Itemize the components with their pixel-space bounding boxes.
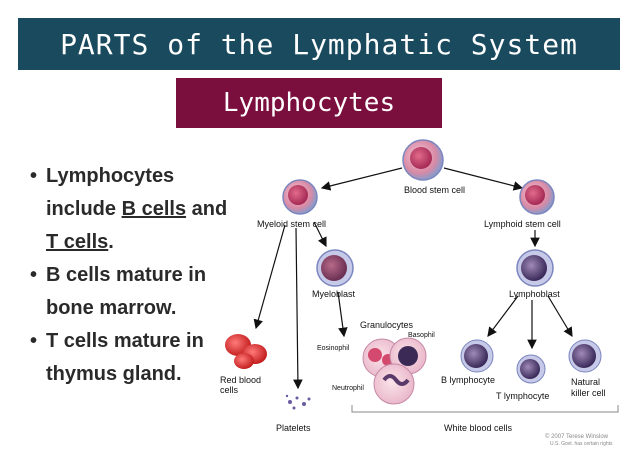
bullet-text: Lymphocytes include <box>46 165 175 220</box>
lymphoid-stem-cell <box>519 179 555 215</box>
label-red-blood-cells: Red blood <box>220 375 261 385</box>
bullet-text: B cells mature in bone marrow. <box>46 264 207 319</box>
blood-stem-cell <box>402 139 444 181</box>
label-lymphoid-stem-cell: Lymphoid stem cell <box>484 219 561 229</box>
t-lymphocyte-cell <box>516 354 546 384</box>
label-myeloblast: Myeloblast <box>312 289 356 299</box>
label-b-lymphocyte: B lymphocyte <box>441 375 495 385</box>
copyright-text: © 2007 Terese Winslow <box>545 433 609 440</box>
bullet-item-b-cells: B cells mature in bone marrow. <box>30 259 230 325</box>
myeloblast-cell <box>316 249 354 287</box>
diagram-arrows <box>253 167 573 390</box>
bullet-text: . <box>108 231 114 253</box>
label-natural-killer-cell: killer cell <box>571 388 606 398</box>
myeloid-stem-cell <box>282 179 318 215</box>
bullet-list: Lymphocytes include B cells and T cells.… <box>30 160 230 391</box>
bullet-text: and <box>186 198 228 220</box>
blood-cell-diagram: Blood stem cell Myeloid stem cell Lympho… <box>220 139 619 447</box>
label-natural-killer-cell: Natural <box>571 377 600 387</box>
bullet-item-lymphocytes: Lymphocytes include B cells and T cells. <box>30 160 230 259</box>
copyright-text: U.S. Govt. has certain rights <box>550 441 613 447</box>
label-basophil: Basophil <box>408 332 435 339</box>
label-red-blood-cells: cells <box>220 385 239 395</box>
page-title: PARTS of the Lymphatic System <box>18 18 620 70</box>
platelets-cells <box>285 394 311 410</box>
natural-killer-cell <box>568 339 602 373</box>
label-granulocytes: Granulocytes <box>360 320 414 330</box>
b-lymphocyte-cell <box>460 339 494 373</box>
white-blood-cells-bracket <box>351 405 619 413</box>
label-white-blood-cells: White blood cells <box>444 423 513 433</box>
label-t-lymphocyte: T lymphocyte <box>496 391 549 401</box>
label-eosinophil: Eosinophil <box>317 345 350 352</box>
label-neutrophil: Neutrophil <box>332 385 364 392</box>
bullet-item-t-cells: T cells mature in thymus gland. <box>30 325 230 391</box>
b-cells-link-text: B cells <box>121 198 187 220</box>
label-myeloid-stem-cell: Myeloid stem cell <box>257 219 326 229</box>
granulocyte-cells <box>362 337 427 405</box>
t-cells-link-text: T cells <box>46 231 109 253</box>
section-subtitle: Lymphocytes <box>176 78 442 128</box>
label-blood-stem-cell: Blood stem cell <box>404 185 465 195</box>
lymphoblast-cell <box>516 249 554 287</box>
bullet-text: T cells mature in thymus gland. <box>46 330 204 385</box>
red-blood-cells <box>225 334 267 369</box>
label-platelets: Platelets <box>276 423 311 433</box>
label-lymphoblast: Lymphoblast <box>509 289 560 299</box>
